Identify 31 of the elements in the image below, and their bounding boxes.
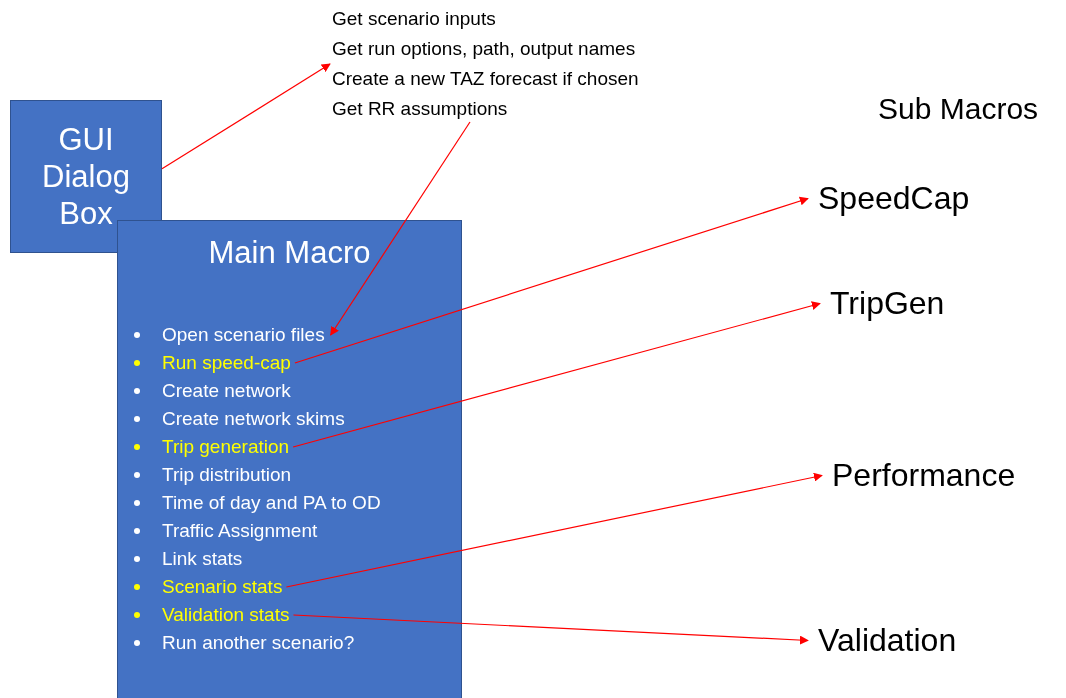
list-item: Run another scenario? xyxy=(134,631,355,655)
list-item: Scenario stats xyxy=(134,575,283,599)
list-item: Trip generation xyxy=(134,435,290,459)
list-item: Traffic Assignment xyxy=(134,519,318,543)
arrow xyxy=(294,196,809,364)
list-item: Create network xyxy=(134,379,291,403)
arrow xyxy=(292,614,809,645)
arrow xyxy=(330,121,471,336)
note-line: Get scenario inputs xyxy=(332,7,497,31)
list-item: Trip distribution xyxy=(134,463,292,487)
list-item: Link stats xyxy=(134,547,243,571)
macro-name: Performance xyxy=(832,457,1016,494)
arrow xyxy=(285,472,823,588)
macro-box xyxy=(117,220,462,698)
list-item: Create network skims xyxy=(134,407,345,431)
dialog-box xyxy=(10,100,162,253)
section-heading: Sub Macros xyxy=(878,92,1039,126)
macro-name: Validation xyxy=(818,622,957,659)
list-item: Time of day and PA to OD xyxy=(134,491,381,515)
note-line: Get RR assumptions xyxy=(332,97,509,121)
arrow xyxy=(161,63,331,170)
list-item: Run speed-cap xyxy=(134,351,291,375)
macro-name: TripGen xyxy=(830,285,945,322)
macro-name: SpeedCap xyxy=(818,180,970,217)
box-label: GUI Dialog Box xyxy=(41,121,131,232)
note-line: Create a new TAZ forecast if chosen xyxy=(332,67,639,91)
list-item: Validation stats xyxy=(134,603,290,627)
arrow xyxy=(292,301,821,448)
list-item: Open scenario files xyxy=(134,323,325,347)
box-title: Main Macro xyxy=(207,235,372,271)
note-line: Get run options, path, output names xyxy=(332,37,637,61)
